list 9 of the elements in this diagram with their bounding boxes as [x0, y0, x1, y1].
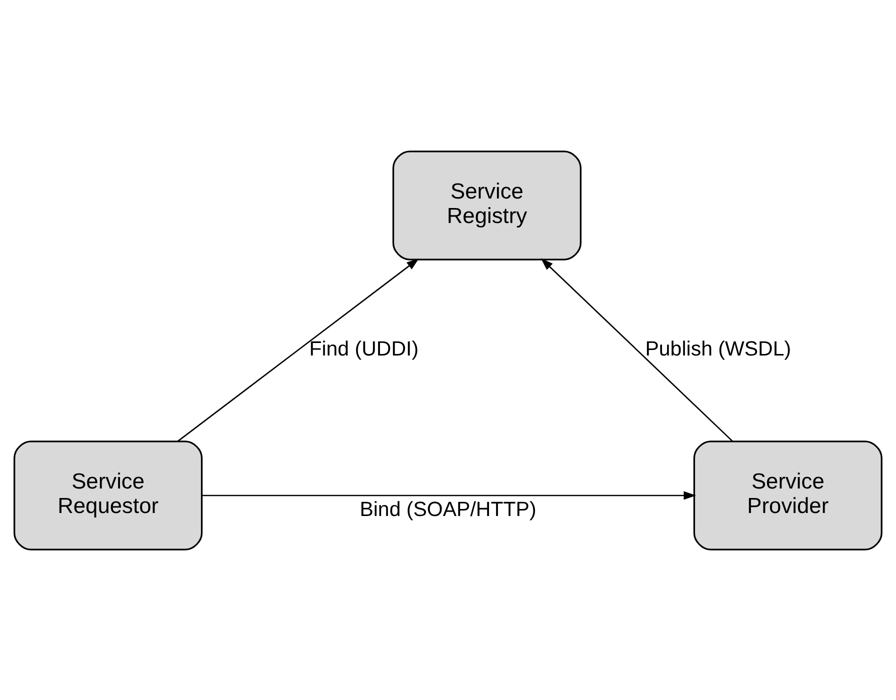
edge-label: Find (UDDI) [309, 336, 419, 360]
node-box: Service Provider [693, 440, 882, 550]
node-box: Service Registry [392, 150, 582, 260]
arrow [202, 490, 696, 500]
edge-label: Publish (WSDL) [645, 336, 792, 360]
edge-label: Bind (SOAP/HTTP) [360, 498, 536, 521]
node-box: Service Requestor [14, 440, 203, 550]
arrow [540, 258, 734, 442]
arrow [177, 258, 419, 442]
